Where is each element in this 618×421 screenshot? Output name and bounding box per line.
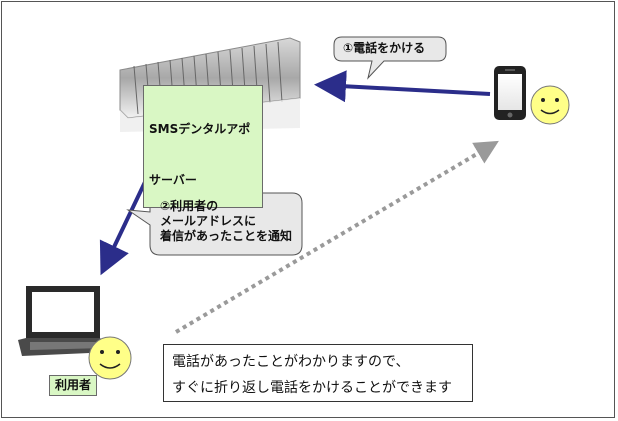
smiley-face-icon bbox=[530, 85, 570, 125]
notify-callout-text: ②利用者の メールアドレスに 着信があったことを通知 bbox=[160, 199, 302, 244]
callback-dotted-arrow bbox=[174, 140, 499, 334]
server-label: SMSデンタルアポ サーバー bbox=[143, 85, 263, 208]
server-label-line2: サーバー bbox=[149, 173, 197, 187]
notify-callout-line3: 着信があったことを通知 bbox=[160, 229, 293, 243]
info-line1: 電話があったことがわかりますので、 bbox=[172, 354, 410, 370]
info-box: 電話があったことがわかりますので、 すぐに折り返し電話をかけることができます bbox=[163, 344, 473, 402]
call-callout-text: ①電話をかける bbox=[343, 41, 426, 55]
call-arrow bbox=[314, 70, 491, 103]
laptop-icon bbox=[18, 286, 112, 356]
call-callout-bubble bbox=[333, 36, 447, 80]
notify-callout-line2: メールアドレスに bbox=[160, 214, 257, 228]
info-line2: すぐに折り返し電話をかけることができます bbox=[172, 380, 452, 396]
notify-callout-line1: ②利用者の bbox=[160, 199, 219, 213]
smartphone-icon bbox=[494, 66, 526, 120]
smiley-face-icon bbox=[88, 336, 132, 380]
user-label: 利用者 bbox=[49, 375, 98, 396]
server-label-line1: SMSデンタルアポ bbox=[149, 122, 251, 136]
